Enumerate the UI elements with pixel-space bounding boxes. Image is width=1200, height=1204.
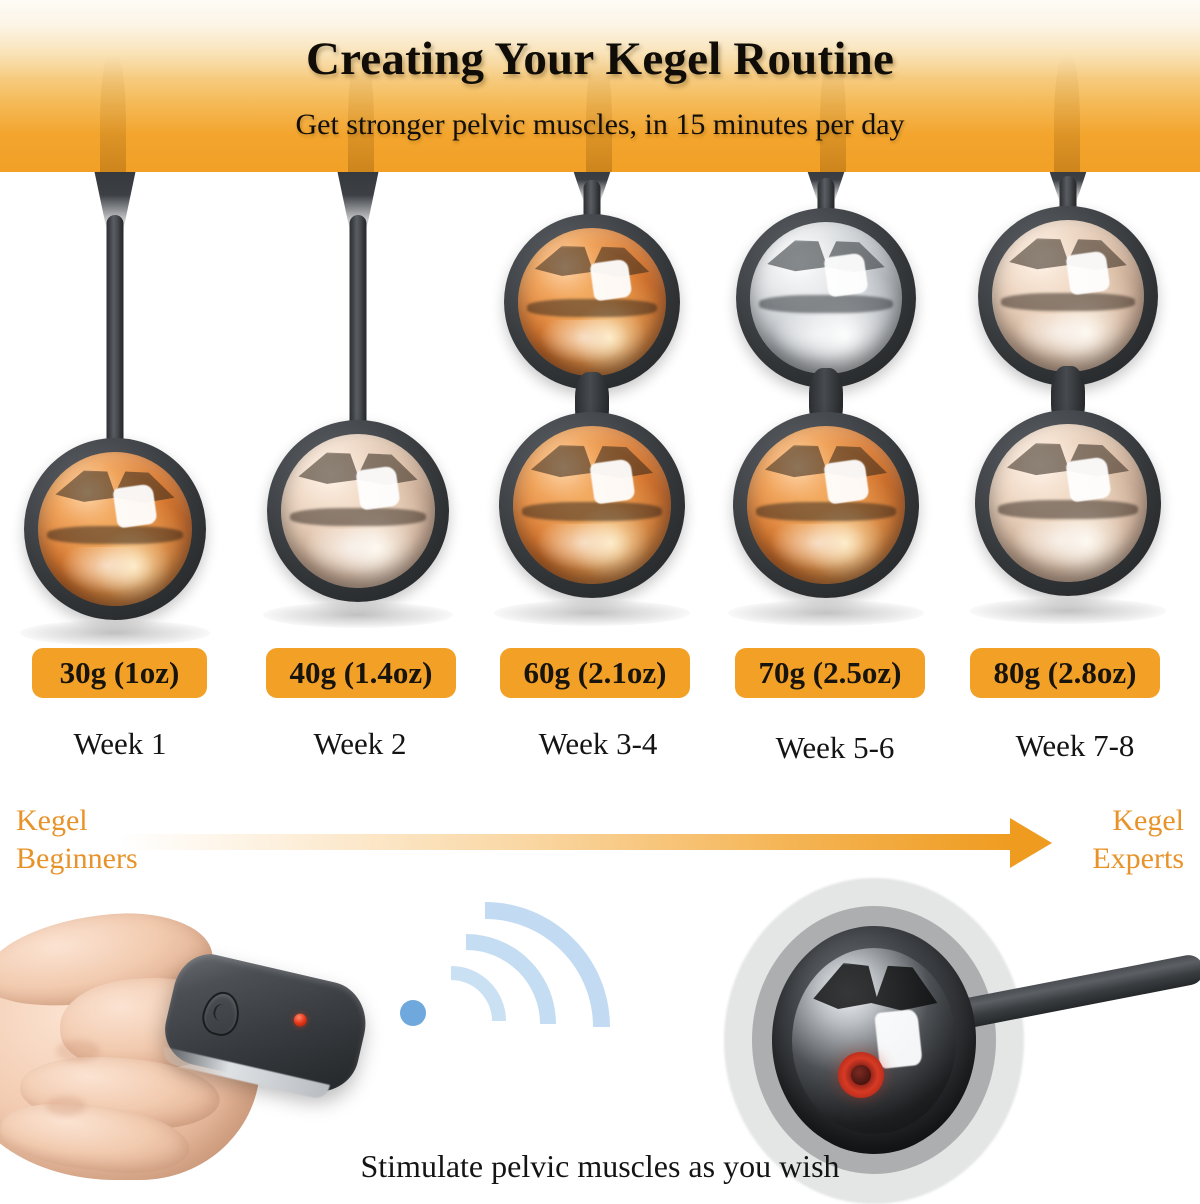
ball-reflection-band — [756, 501, 896, 521]
ball-reflection-band — [998, 499, 1138, 519]
ball-reflection-band — [1001, 292, 1135, 312]
signal-source-dot-icon — [400, 1000, 426, 1026]
ball-reflection-band — [522, 501, 662, 521]
ball-rim-shade — [518, 228, 666, 376]
ball-rim-shade — [989, 424, 1147, 582]
ball-assembly-upper — [978, 206, 1158, 386]
device-orb-highlight — [874, 1009, 923, 1070]
ball-assembly-lower — [733, 412, 919, 598]
ball-soft-glow — [769, 523, 868, 572]
progression-label-beginners: Kegel Beginners — [16, 802, 138, 879]
silicone-cord — [106, 215, 124, 465]
product-week-5-6 — [706, 120, 946, 640]
ball-assembly — [267, 420, 449, 602]
ball-rim-shade — [747, 426, 905, 584]
header-banner: Creating Your Kegel Routine Get stronger… — [0, 0, 1200, 172]
week-label-7-8: Week 7-8 — [1015, 728, 1135, 763]
metal-ball-rose-gold — [281, 434, 435, 588]
bottom-scene — [0, 850, 1200, 1204]
device-metal-orb — [792, 948, 956, 1134]
ball-soft-glow — [771, 316, 866, 362]
week-label-1: Week 1 — [73, 726, 167, 761]
silicone-cord — [349, 215, 367, 447]
ball-rim-shade — [281, 434, 435, 588]
experts-line-2: Experts — [1092, 842, 1184, 876]
drop-shadow — [970, 598, 1166, 624]
product-week-2 — [238, 120, 478, 640]
weight-badge-week-7-8: 80g (2.8oz) — [970, 648, 1160, 698]
weight-badge-week-2: 40g (1.4oz) — [266, 648, 456, 698]
weight-badge-week-5-6: 70g (2.5oz) — [735, 648, 925, 698]
device-led-icon — [838, 1052, 884, 1098]
ball-soft-glow — [535, 523, 634, 572]
drop-shadow — [263, 602, 453, 628]
ball-soft-glow — [302, 529, 399, 576]
product-progression-row — [0, 120, 1200, 646]
weight-badge-week-3-4: 60g (2.1oz) — [500, 648, 690, 698]
product-week-1 — [0, 120, 235, 646]
metal-ball-rose-gold-upper — [992, 220, 1144, 372]
page-title: Creating Your Kegel Routine — [305, 33, 895, 85]
device-orb-reflection — [813, 962, 938, 1011]
ball-soft-glow — [1011, 521, 1110, 570]
weight-badge-week-1: 30g (1oz) — [32, 648, 207, 698]
ball-reflection-band — [526, 299, 658, 317]
ball-reflection-band — [47, 525, 183, 545]
ball-assembly-lower — [499, 412, 685, 598]
metal-ball-copper-lower — [513, 426, 671, 584]
ball-rim-shade — [513, 426, 671, 584]
week-label-5-6: Week 5-6 — [775, 730, 895, 765]
ball-soft-glow — [538, 319, 631, 365]
progression-arrow-bar — [118, 834, 1018, 850]
metal-ball-silver-upper — [750, 222, 902, 374]
ball-assembly-lower — [975, 410, 1161, 596]
week-label-3-4: Week 3-4 — [538, 726, 658, 761]
metal-ball-rose-gold-lower — [989, 424, 1147, 582]
page-subtitle: Get stronger pelvic muscles, in 15 minut… — [295, 108, 905, 141]
ball-soft-glow — [1013, 314, 1108, 360]
knuckle-crease-1 — [56, 1040, 100, 1062]
product-week-3-4 — [472, 120, 712, 640]
vibrating-device — [690, 870, 1200, 1204]
ball-rim-shade — [992, 220, 1144, 372]
beginners-line-2: Beginners — [16, 842, 138, 876]
knuckle-crease-2 — [46, 1096, 86, 1116]
metal-ball-copper-lower — [747, 426, 905, 584]
power-button-icon[interactable] — [198, 988, 244, 1040]
ball-rim-shade — [750, 222, 902, 374]
led-indicator-icon — [292, 1012, 309, 1028]
ball-reflection-band — [759, 294, 893, 314]
week-label-2: Week 2 — [313, 726, 407, 761]
progression-arrow-head — [1010, 818, 1052, 868]
experts-line-1: Kegel — [1112, 804, 1184, 837]
drop-shadow — [728, 600, 924, 626]
ball-soft-glow — [59, 547, 156, 594]
ball-rim-shade — [38, 452, 192, 606]
drop-shadow — [20, 620, 210, 646]
metal-ball-copper — [38, 452, 192, 606]
bottom-caption: Stimulate pelvic muscles as you wish — [360, 1148, 840, 1184]
beginners-line-1: Kegel — [16, 804, 88, 837]
ball-assembly-upper — [504, 214, 680, 390]
product-week-7-8 — [948, 120, 1188, 640]
progression-label-experts: Kegel Experts — [1092, 802, 1184, 879]
ball-assembly-upper — [736, 208, 916, 388]
ball-assembly — [24, 438, 206, 620]
ball-reflection-band — [290, 507, 426, 527]
drop-shadow — [494, 600, 690, 626]
metal-ball-copper-upper — [518, 228, 666, 376]
